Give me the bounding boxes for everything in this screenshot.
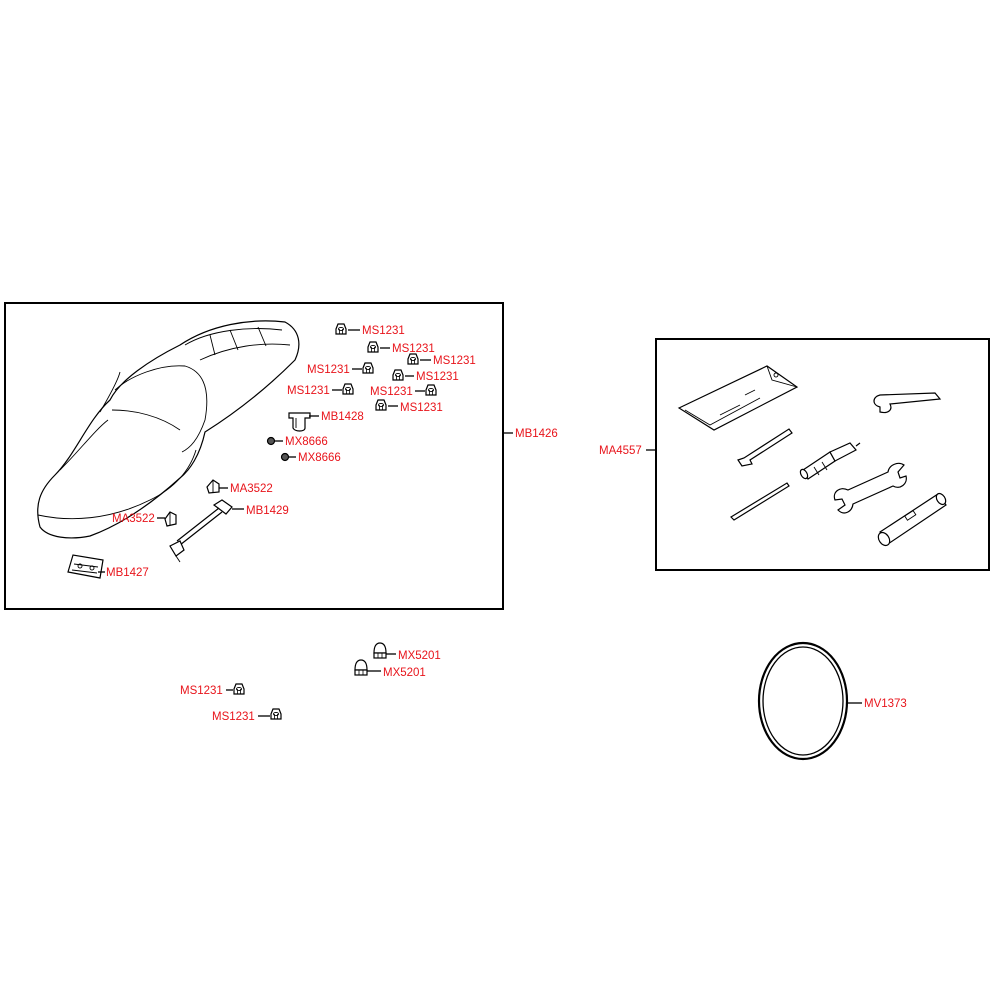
bolt-icon <box>280 452 290 462</box>
part-label-ma3522: MA3522 <box>112 513 155 525</box>
nut-icon <box>407 353 419 365</box>
part-label-mx8666: MX8666 <box>298 452 341 464</box>
drive-belt-label: MV1373 <box>864 698 907 710</box>
part-label-mb1428: MB1428 <box>321 411 364 423</box>
part-label-ms1231: MS1231 <box>307 364 350 376</box>
part-label-mx5201: MX5201 <box>383 667 426 679</box>
nut-icon <box>362 362 374 374</box>
nut-icon <box>375 399 387 411</box>
cap-nut-icon <box>373 642 387 659</box>
nut-icon <box>270 708 282 720</box>
bolt-icon <box>266 436 276 446</box>
part-label-mb1427: MB1427 <box>106 567 149 579</box>
open-wrench-icon <box>833 462 907 514</box>
part-label-ms1231: MS1231 <box>370 386 413 398</box>
part-label-ms1231: MS1231 <box>287 385 330 397</box>
nut-icon <box>342 383 354 395</box>
part-label-ms1231: MS1231 <box>416 371 459 383</box>
seat-icon <box>37 320 300 539</box>
nut-icon <box>335 323 347 335</box>
tool-kit-label: MA4557 <box>599 445 642 457</box>
tool-kit-box <box>655 338 990 571</box>
latch-plate-icon <box>67 554 104 579</box>
nut-icon <box>392 369 404 381</box>
hook-spanner-icon <box>873 392 942 414</box>
part-label-ms1231: MS1231 <box>400 402 443 414</box>
part-label-mx8666: MX8666 <box>285 436 328 448</box>
belt-icon <box>757 641 849 761</box>
part-label-mb1429: MB1429 <box>246 505 289 517</box>
part-label-ms1231: MS1231 <box>212 711 255 723</box>
part-label-mx5201: MX5201 <box>398 650 441 662</box>
screwdriver-icon <box>799 442 861 480</box>
part-label-ma3522: MA3522 <box>230 483 273 495</box>
hex-key-icon <box>737 428 793 467</box>
part-label-ms1231: MS1231 <box>392 343 435 355</box>
part-label-ms1231: MS1231 <box>433 355 476 367</box>
box-spanner-icon <box>877 492 947 547</box>
nut-icon <box>367 341 379 353</box>
clip-icon <box>164 511 177 527</box>
seat-assembly-label: MB1426 <box>515 428 558 440</box>
part-label-ms1231: MS1231 <box>180 685 223 697</box>
nut-icon <box>233 683 245 695</box>
nut-icon <box>425 384 437 396</box>
cap-nut-icon <box>354 659 368 676</box>
lock-rod-icon <box>169 499 233 563</box>
tool-pouch-icon <box>677 365 799 431</box>
clip-icon <box>206 479 220 494</box>
hinge-icon <box>288 412 311 432</box>
seat-assembly-box <box>4 302 504 610</box>
screwdriver-bit-icon <box>730 482 790 521</box>
part-label-ms1231: MS1231 <box>362 325 405 337</box>
